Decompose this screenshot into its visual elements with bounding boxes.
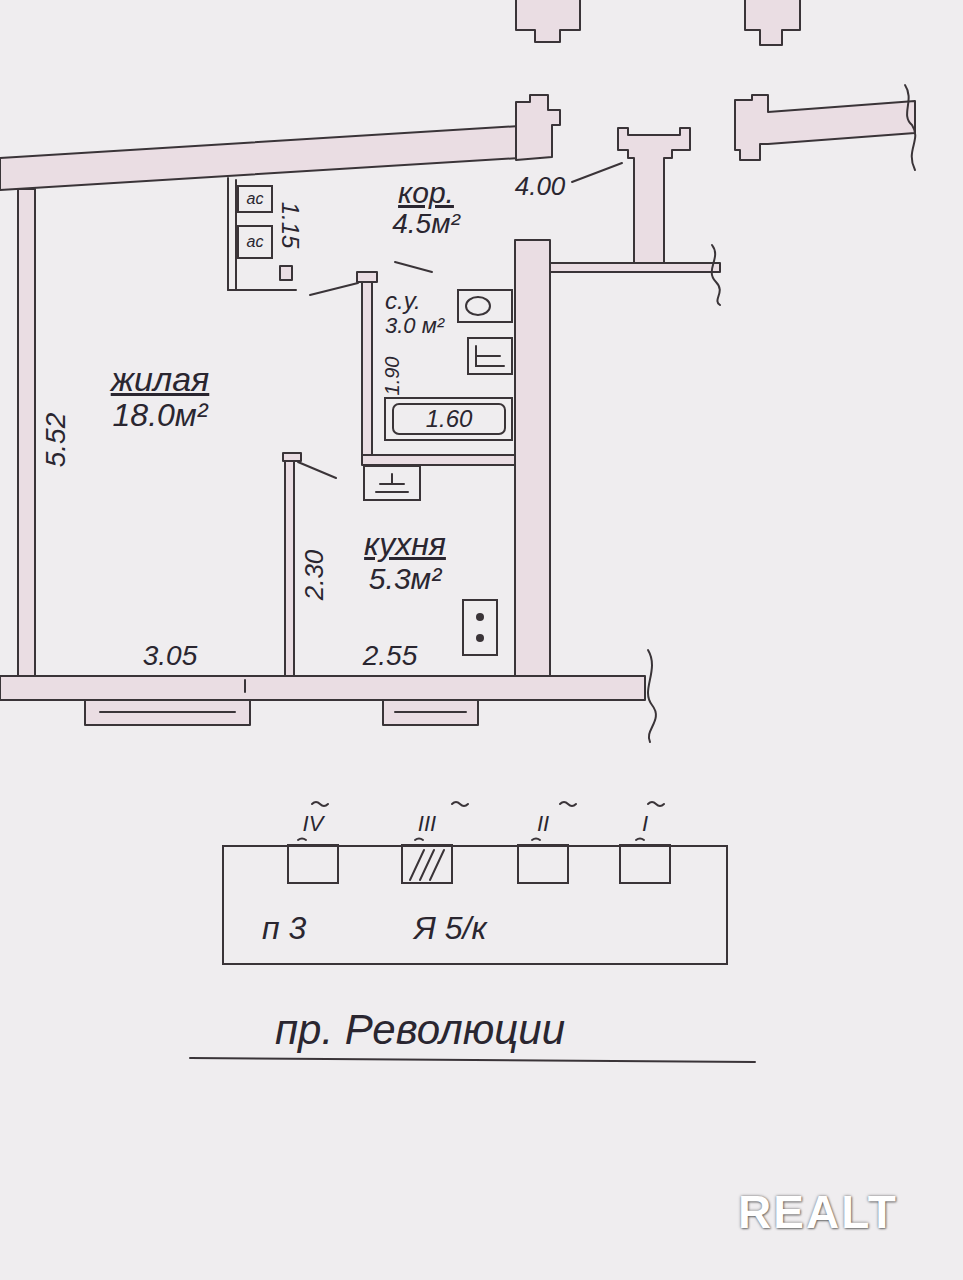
dimension: 1.90 — [381, 357, 403, 396]
room-area: 4.5м² — [392, 209, 459, 240]
dimension: 3.05 — [143, 641, 198, 672]
dimension: 5.52 — [41, 413, 72, 468]
level-mark: 4.00 — [515, 172, 566, 201]
window-number: II — [537, 812, 549, 836]
room-area: 5.3м² — [369, 562, 441, 595]
closet-mark: ас — [247, 233, 264, 251]
room-name: с.у. — [385, 288, 421, 314]
room-name: п 3 — [262, 911, 306, 946]
room-name: кор. — [398, 176, 454, 209]
room-name: кухня — [364, 527, 446, 562]
living-room: жилая18.0м² — [36, 196, 284, 674]
dimension: 2.55 — [363, 641, 418, 672]
room-area: Я 5/к — [414, 911, 487, 946]
facade-scheme: п 3 Я 5/к — [222, 845, 728, 965]
room-area: 3.0 м² — [385, 314, 444, 338]
corridor: кор.4.5м² — [340, 176, 512, 262]
closet-mark: ас — [247, 190, 264, 208]
window-number: IV — [303, 812, 324, 836]
dimension: 1.15 — [277, 202, 303, 249]
dimension: 1.60 — [426, 406, 473, 432]
street-name: пр. Революции — [275, 1007, 565, 1053]
watermark: REALT — [738, 1187, 898, 1238]
dimension: 2.30 — [300, 550, 329, 601]
room-name: жилая — [111, 361, 210, 398]
window-number: I — [642, 812, 648, 836]
window-number: III — [418, 812, 436, 836]
room-area: 18.0м² — [113, 398, 208, 433]
